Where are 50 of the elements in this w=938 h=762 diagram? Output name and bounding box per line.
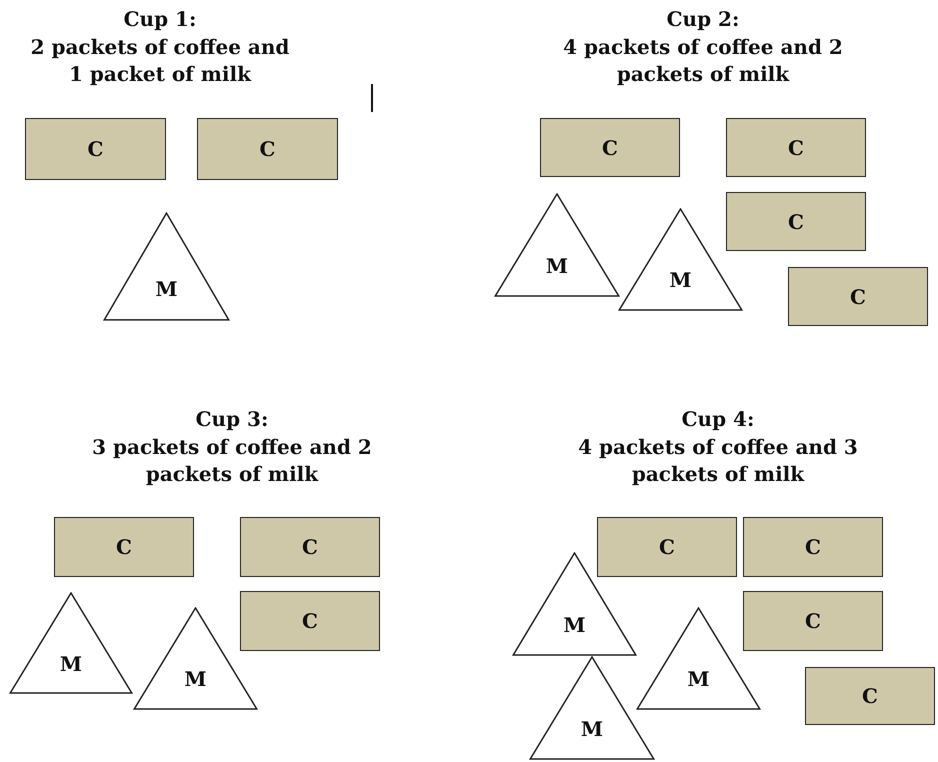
packet-letter: C (659, 535, 675, 559)
packet-letter: C (88, 137, 104, 161)
packet-letter: M (183, 667, 208, 692)
packet-letter: C (788, 136, 804, 160)
milk-packet-triangle (618, 208, 743, 311)
packet-letter: C (302, 535, 318, 559)
coffee-packet-box (54, 517, 194, 577)
packet-letter: C (788, 210, 804, 234)
coffee-packet-box (197, 118, 338, 180)
packet-letter: M (686, 667, 711, 692)
packet-letter: C (116, 535, 132, 559)
milk-packet-triangle (133, 607, 258, 710)
coffee-packet-box (540, 118, 680, 177)
packet-letter: M (544, 254, 570, 278)
packet-letter: M (580, 717, 604, 742)
coffee-packet-box (240, 591, 380, 651)
packet-letter: M (58, 652, 84, 676)
milk-packet-triangle (512, 552, 637, 656)
packet-letter: C (862, 684, 878, 708)
packet-letter: C (260, 137, 276, 161)
coffee-packet-box (788, 267, 928, 326)
cup-description: 3 packets of coffee and 2 packets of milk (91, 434, 373, 488)
cup-heading: Cup 2: (666, 6, 740, 33)
cup-heading: Cup 1: (122, 6, 198, 33)
coffee-packet-box (597, 517, 737, 577)
coffee-packet-box (805, 667, 935, 725)
packet-letter: M (154, 277, 179, 302)
packet-letter: C (805, 609, 821, 633)
coffee-packet-box (743, 517, 883, 577)
packet-letter: M (668, 268, 693, 292)
cup-description: 4 packets of coffee and 3 packets of milk (577, 434, 859, 488)
cup-heading: Cup 3: (194, 406, 270, 433)
packet-letter: C (602, 136, 618, 160)
packet-letter: C (850, 284, 866, 308)
milk-packet-triangle (9, 592, 133, 694)
coffee-packet-box (726, 192, 866, 251)
cup-heading: Cup 4: (680, 406, 756, 433)
milk-packet-triangle (103, 212, 230, 321)
packet-letter: C (302, 609, 318, 633)
milk-packet-triangle (529, 656, 655, 760)
coffee-packet-box (240, 517, 380, 577)
coffee-packet-box (726, 118, 866, 177)
milk-packet-triangle (494, 193, 620, 297)
milk-packet-triangle (636, 607, 761, 710)
coffee-packet-box (743, 591, 883, 651)
packet-letter: M (562, 613, 587, 638)
packet-letter: C (805, 535, 821, 559)
coffee-packet-box (25, 118, 166, 180)
cup-description: 2 packets of coffee and 1 packet of milk (30, 34, 290, 88)
cup-description: 4 packets of coffee and 2 packets of milk (562, 34, 844, 88)
